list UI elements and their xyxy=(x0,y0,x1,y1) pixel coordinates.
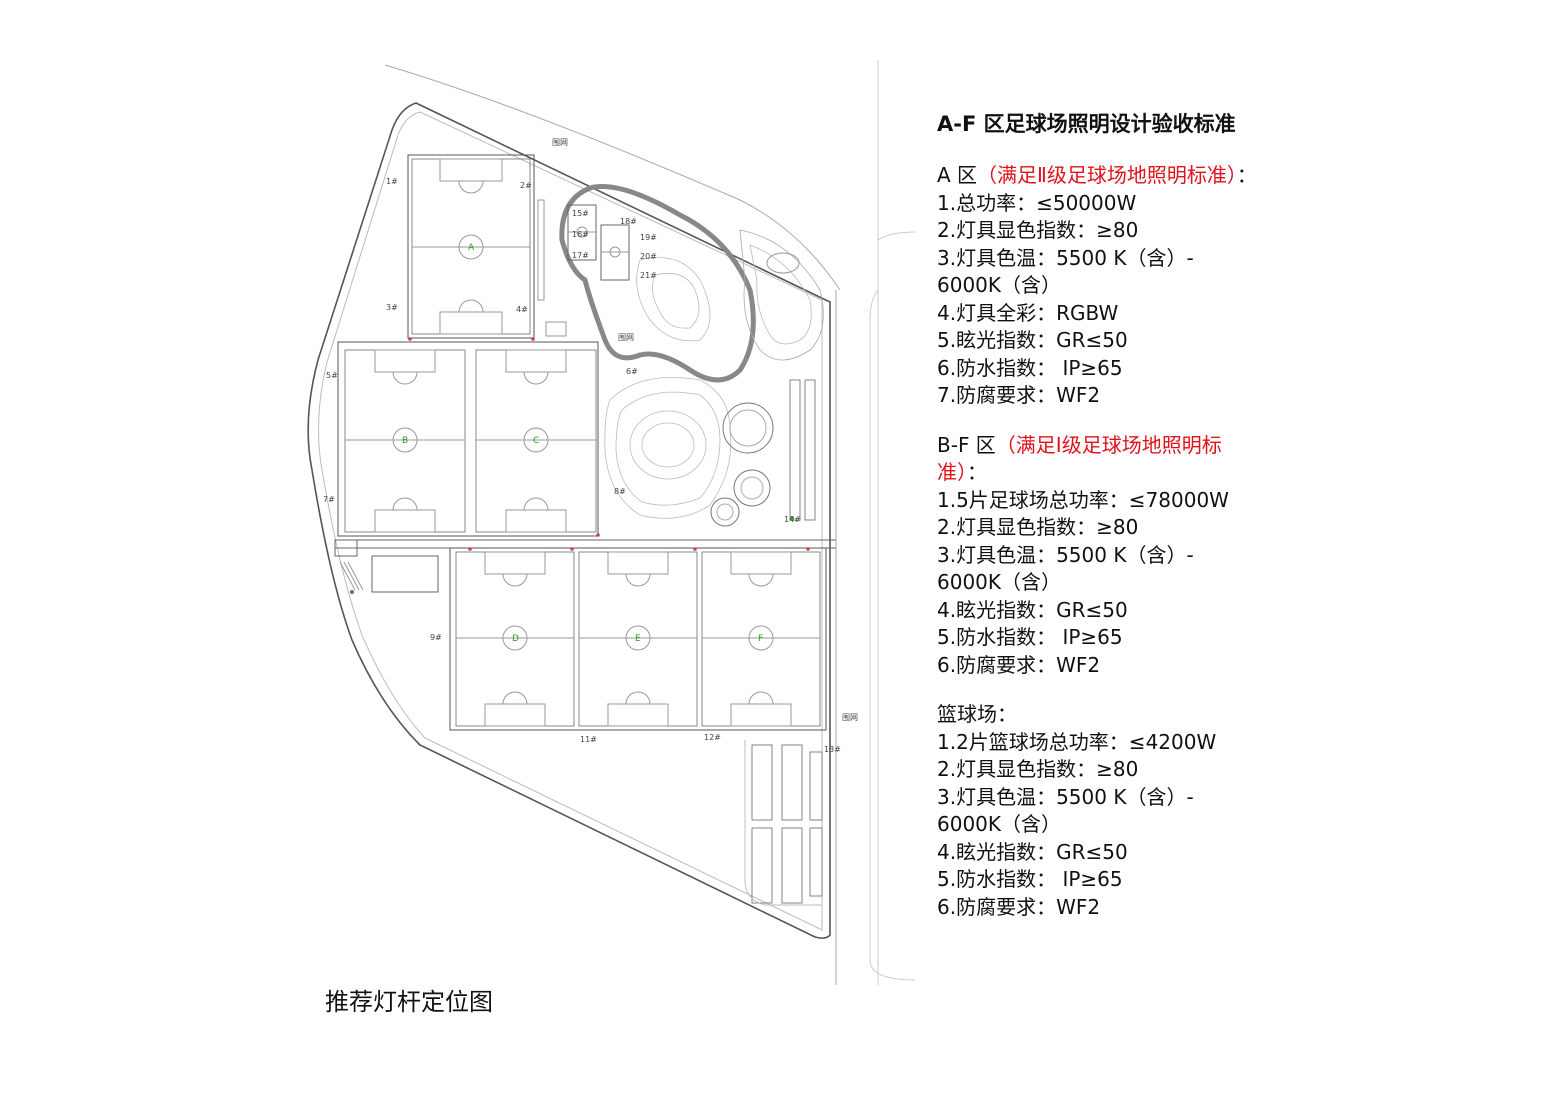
spec-item: 7.防腐要求：WF2 xyxy=(937,383,1101,407)
spec-item: 6.防腐要求：WF2 xyxy=(937,652,1101,677)
pole-label: 7# xyxy=(323,495,335,504)
pole-label: 2# xyxy=(520,181,532,190)
pole-label: 16# xyxy=(572,230,589,239)
pole-label: 19# xyxy=(640,233,657,242)
spec-panel: A-F 区足球场照明设计验收标准 A 区（满足Ⅱ级足球场地照明标准）： 1.总功… xyxy=(937,108,1497,943)
heading-suffix: ： xyxy=(997,702,1017,726)
block-heading: 篮球场： xyxy=(937,701,1267,729)
pole-label: 13# xyxy=(824,745,841,754)
pole-label: 6# xyxy=(626,367,638,376)
site-boundary xyxy=(307,102,831,939)
field-letter-e: E xyxy=(635,634,641,644)
spec-item: 2.灯具显色指数：≥80 xyxy=(937,218,1139,242)
pole-marker xyxy=(408,337,412,341)
map-caption: 推荐灯杆定位图 xyxy=(325,988,493,1016)
pole-label: 9# xyxy=(430,633,442,642)
fence-label: 围网 xyxy=(618,333,634,342)
spec-item: 2.灯具显色指数：≥80 xyxy=(937,757,1139,781)
heading-suffix: ： xyxy=(967,460,987,484)
pole-label: 15# xyxy=(572,209,589,218)
spec-item: 6.防腐要求：WF2 xyxy=(937,894,1101,919)
pole-label: 12# xyxy=(704,733,721,742)
pole-marker xyxy=(531,337,535,341)
spec-item: 5.防水指数： IP≥65 xyxy=(937,867,1123,891)
pole-label: 21# xyxy=(640,271,657,280)
spec-block-basketball: 篮球场： 1.2片篮球场总功率：≤4200W 2.灯具显色指数：≥80 3.灯具… xyxy=(937,701,1497,921)
pole-marker xyxy=(806,547,810,551)
zone-name: 篮球场 xyxy=(937,702,997,726)
spec-item: 3.灯具色温：5500 K（含）- 6000K（含） xyxy=(937,784,1194,837)
spec-item: 3.灯具色温：5500 K（含）- 6000K（含） xyxy=(937,245,1194,298)
spec-item: 1.5片足球场总功率：≤78000W xyxy=(937,487,1229,512)
spec-item: 3.灯具色温：5500 K（含）- 6000K（含） xyxy=(937,542,1194,595)
spec-item: 6.防水指数： IP≥65 xyxy=(937,355,1123,380)
pole-marker xyxy=(350,590,354,594)
standard-note: （满足Ⅱ级足球场地照明标准） xyxy=(977,163,1237,187)
pole-marker xyxy=(790,516,794,520)
pole-label: 5# xyxy=(326,371,338,380)
spec-item: 1.2片篮球场总功率：≤4200W xyxy=(937,729,1217,754)
field-letter-b: B xyxy=(402,436,408,446)
block-heading: A 区（满足Ⅱ级足球场地照明标准）： xyxy=(937,162,1267,190)
heading-suffix: ： xyxy=(1236,163,1257,187)
spec-title: A-F 区足球场照明设计验收标准 xyxy=(937,112,1236,136)
site-plan: A B C D E F 围网 围网 围网 1# 2# 3# 4# 5# 6# 7… xyxy=(307,60,916,985)
pole-label: 20# xyxy=(640,252,657,261)
field-letter-a: A xyxy=(468,243,475,253)
field-letter-f: F xyxy=(758,634,763,644)
pole-label: 3# xyxy=(386,303,398,312)
fence-label: 围网 xyxy=(552,138,568,147)
pole-marker xyxy=(570,547,574,551)
pole-label: 18# xyxy=(620,217,637,226)
pole-label: 8# xyxy=(614,487,626,496)
block-heading: B-F 区（满足Ⅰ级足球场地照明标准）： xyxy=(937,432,1267,487)
spec-item: 4.灯具全彩：RGBW xyxy=(937,300,1119,325)
pole-label: 11# xyxy=(580,735,597,744)
pole-label: 1# xyxy=(386,177,398,186)
zone-name: A 区 xyxy=(937,163,978,187)
fence-label: 围网 xyxy=(842,713,858,722)
pole-label: 4# xyxy=(516,305,528,314)
pole-label: 17# xyxy=(572,251,589,260)
spec-item: 4.眩光指数：GR≤50 xyxy=(937,839,1128,864)
pole-marker xyxy=(693,547,697,551)
spec-block-a: A 区（满足Ⅱ级足球场地照明标准）： 1.总功率：≤50000W 2.灯具显色指… xyxy=(937,162,1497,410)
spec-item: 5.防水指数： IP≥65 xyxy=(937,625,1123,649)
standard-note: （满足Ⅰ级足球场地照明标准） xyxy=(937,432,1222,485)
field-letter-d: D xyxy=(512,634,519,644)
spec-block-bf: B-F 区（满足Ⅰ级足球场地照明标准）： 1.5片足球场总功率：≤78000W … xyxy=(937,432,1497,680)
pole-marker xyxy=(468,547,472,551)
spec-item: 2.灯具显色指数：≥80 xyxy=(937,515,1139,539)
pole-marker xyxy=(596,533,600,537)
field-letter-c: C xyxy=(533,436,539,446)
spec-item: 5.眩光指数：GR≤50 xyxy=(937,328,1128,352)
spec-item: 4.眩光指数：GR≤50 xyxy=(937,597,1128,622)
spec-item: 1.总功率：≤50000W xyxy=(937,190,1137,215)
zone-name: B-F 区 xyxy=(937,432,996,457)
